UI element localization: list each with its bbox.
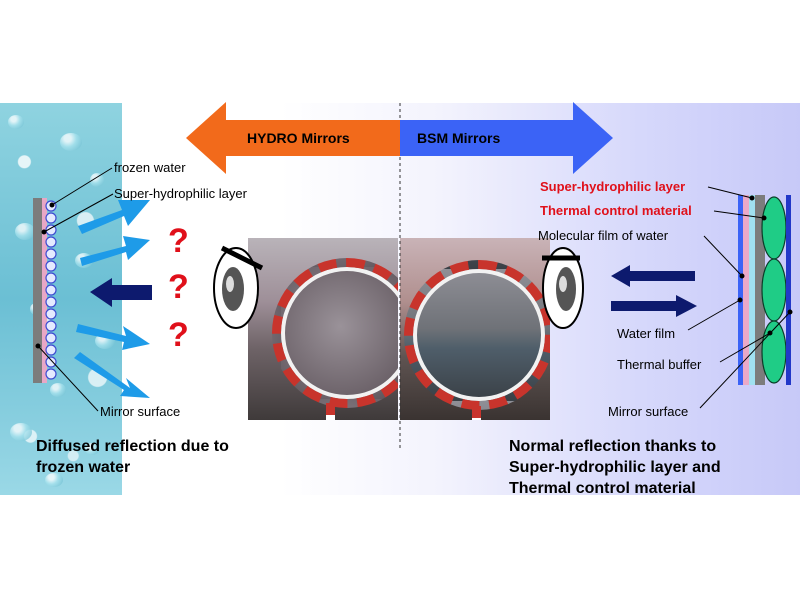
mirror-surface-label-right: Mirror surface (608, 404, 689, 419)
right-mirror-base (755, 195, 765, 385)
fogged-mirror-photo (248, 238, 398, 420)
question-mark-2: ? (168, 268, 189, 306)
right-eye (542, 247, 584, 329)
left-ice-beads (45, 200, 57, 380)
thermal-buffer-cells (761, 196, 787, 384)
thermal-control-layer (749, 195, 755, 385)
question-mark-3: ? (168, 316, 189, 354)
diffuse-arrows (74, 200, 150, 398)
bsm-arrow (400, 102, 613, 174)
hydro-mirrors-label: HYDRO Mirrors (247, 130, 350, 146)
super-hydrophilic-label-right: Super-hydrophilic layer (540, 179, 686, 194)
question-mark-1: ? (168, 222, 189, 260)
left-hydrophilic-layer (42, 198, 47, 383)
round-mirror-fogged (272, 258, 398, 408)
left-eye (213, 245, 264, 329)
bsm-mirrors-label: BSM Mirrors (417, 130, 501, 146)
clear-mirror-photo (400, 238, 550, 420)
thermal-control-label: Thermal control material (540, 203, 692, 218)
reflection-arrow-back (90, 278, 152, 307)
water-film-layer (738, 195, 743, 385)
reflected-arrow (611, 295, 697, 317)
right-hydrophilic-layer (743, 195, 749, 385)
mirror-surface-label-left: Mirror surface (100, 404, 181, 419)
round-mirror-clear (404, 260, 550, 410)
frozen-water-label: frozen water (114, 160, 186, 175)
hydro-arrow (186, 102, 400, 174)
thermal-buffer-label: Thermal buffer (617, 357, 702, 372)
water-film-label: Water film (617, 326, 676, 341)
incoming-arrow (611, 265, 695, 287)
right-caption: Normal reflection thanks to Super-hydrop… (509, 438, 721, 497)
outer-blue-layer (786, 195, 791, 385)
left-caption: Diffused reflection due to frozen water (36, 438, 229, 476)
molecular-film-label: Molecular film of water (538, 228, 669, 243)
super-hydrophilic-label-left: Super-hydrophilic layer (114, 186, 247, 201)
left-mirror-base (33, 198, 42, 383)
